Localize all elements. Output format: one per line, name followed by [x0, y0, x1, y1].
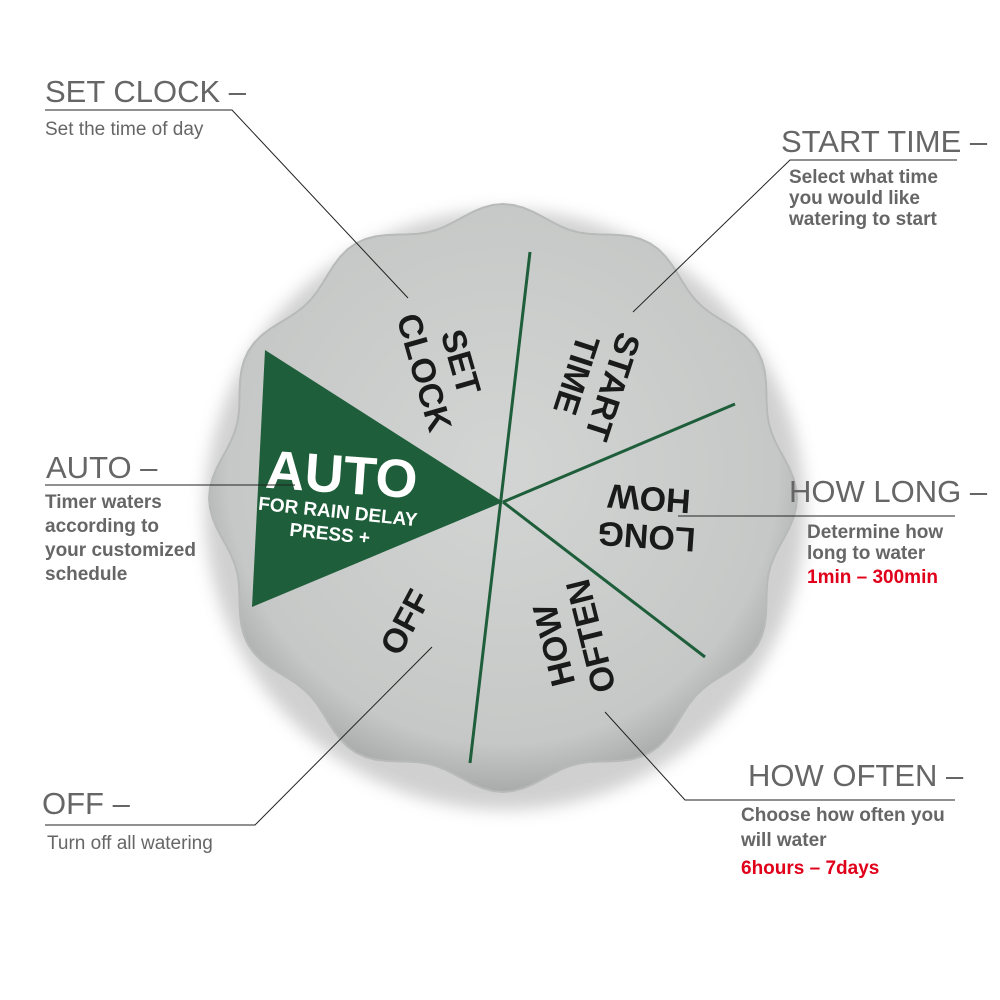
dial-dividers	[468, 251, 736, 764]
auto-wedge	[252, 350, 503, 607]
how-long-desc-2: long to water	[807, 543, 926, 564]
off-title: OFF –	[42, 786, 130, 821]
dial-knob	[207, 202, 799, 794]
auto-desc-2: according to	[45, 516, 160, 537]
how-long-title: HOW LONG –	[789, 474, 988, 509]
auto-desc-3: your customized	[45, 540, 196, 561]
off-desc: Turn off all watering	[47, 833, 213, 854]
how-long-desc-1: Determine how	[807, 522, 944, 543]
leader-lines	[45, 109, 957, 826]
start-time-desc-2: you would like	[789, 188, 920, 209]
how-often-title: HOW OFTEN –	[748, 758, 964, 793]
start-time-title: START TIME –	[781, 124, 988, 159]
start-time-desc-1: Select what time	[789, 167, 938, 188]
how-long-line1: LONG	[596, 514, 697, 559]
auto-desc-1: Timer waters	[45, 492, 162, 513]
auto-title: AUTO –	[46, 450, 158, 485]
set-clock-title: SET CLOCK –	[45, 74, 247, 109]
auto-desc-4: schedule	[45, 564, 128, 585]
auto-label: AUTO	[264, 440, 420, 510]
start-time-desc-3: watering to start	[789, 209, 937, 230]
how-long-line2: HOW	[606, 476, 692, 520]
set-clock-desc: Set the time of day	[45, 119, 204, 140]
how-often-range: 6hours – 7days	[741, 858, 880, 879]
how-often-desc-1: Choose how often you	[741, 805, 945, 826]
how-often-desc-2: will water	[741, 830, 827, 851]
how-long-range: 1min – 300min	[807, 567, 938, 588]
